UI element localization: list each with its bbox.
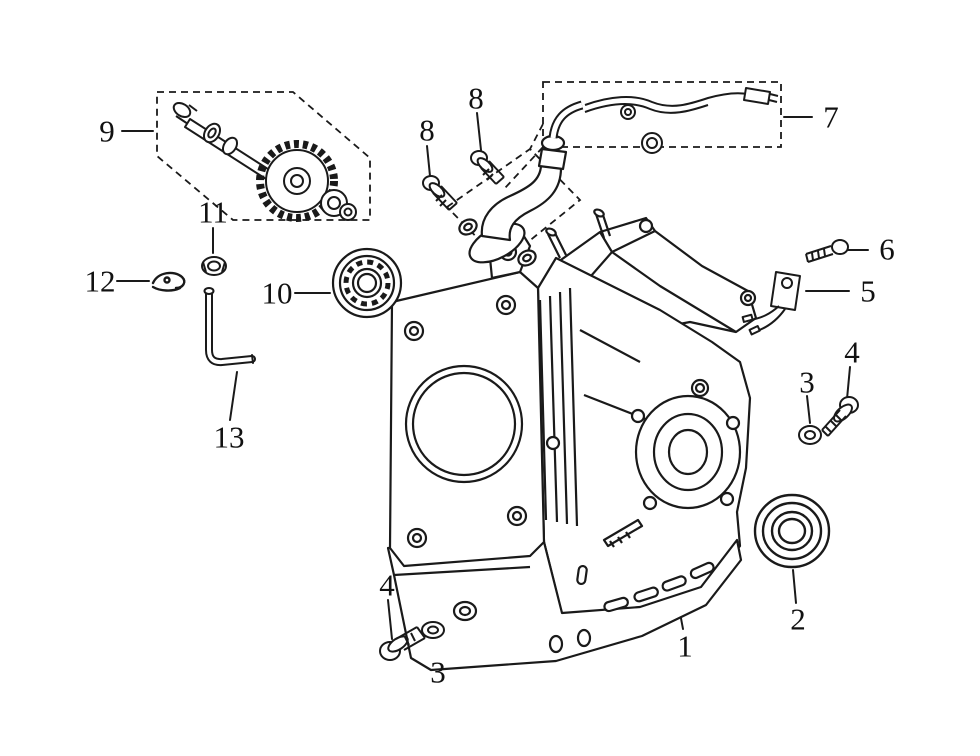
callout-part-6: 6	[879, 231, 895, 267]
callout-part-3-upper: 3	[799, 364, 815, 400]
callout-part-8-right: 8	[468, 80, 484, 116]
engine-crankcase	[386, 208, 758, 672]
callout-part-10: 10	[261, 275, 293, 311]
oil-pipe	[203, 287, 256, 367]
bolt-6	[805, 239, 849, 263]
bolt-8-left	[422, 175, 458, 211]
callout-part-5: 5	[860, 273, 876, 309]
oil-sensor-bracket	[741, 271, 801, 336]
wire-harness	[584, 87, 779, 154]
callout-part-1: 1	[677, 628, 693, 664]
callout-part-3-lower: 3	[430, 654, 446, 690]
callout-part-11: 11	[198, 194, 228, 230]
ball-bearing	[331, 247, 403, 319]
callout-part-12: 12	[84, 263, 116, 299]
flange-bolt-lower	[379, 626, 426, 661]
washer-lower	[421, 621, 445, 639]
breather-tube	[458, 100, 584, 267]
washer-upper	[798, 425, 822, 445]
oil-seal	[753, 493, 831, 569]
callout-part-4-upper: 4	[844, 334, 860, 370]
callout-part-4-lower: 4	[379, 567, 395, 603]
camshaft-assembly	[172, 101, 357, 222]
callout-part-13: 13	[213, 419, 245, 455]
callout-part-9: 9	[99, 113, 115, 149]
flange-bolt-upper	[821, 396, 859, 437]
bolt-8-right	[470, 150, 505, 185]
dashed-group-boxes	[156, 81, 782, 265]
callout-part-2: 2	[790, 601, 806, 637]
crankcase-nut	[201, 256, 227, 276]
callout-part-8-left: 8	[419, 112, 435, 148]
retainer-clip	[151, 271, 186, 292]
callout-part-7: 7	[823, 99, 839, 135]
